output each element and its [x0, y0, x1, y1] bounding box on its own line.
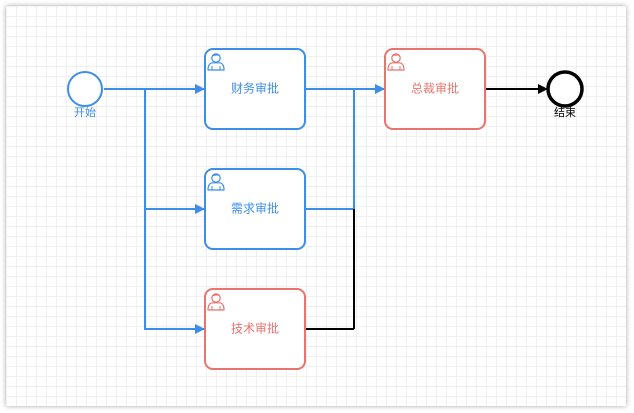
flow-connector-start-tech[interactable] — [144, 209, 205, 334]
diagram-canvas: 开始 结束 财务审批 需求审批 技术审批 总裁审批 — [6, 6, 626, 406]
flow-connector-start-demand[interactable] — [144, 89, 205, 214]
flow-connector-demand-ceo[interactable] — [305, 89, 355, 210]
end-event[interactable]: 结束 — [546, 70, 584, 119]
end-event-label: 结束 — [554, 106, 576, 119]
task-tech-label: 技术审批 — [231, 321, 279, 336]
task-tech[interactable]: 技术审批 — [204, 288, 306, 370]
task-demand-label: 需求审批 — [231, 201, 279, 216]
task-demand[interactable]: 需求审批 — [204, 168, 306, 250]
task-finance-label: 财务审批 — [231, 81, 279, 96]
flow-diagram: 开始 结束 财务审批 需求审批 技术审批 总裁审批 — [67, 48, 584, 370]
task-finance[interactable]: 财务审批 — [204, 48, 306, 130]
start-event[interactable]: 开始 — [67, 71, 103, 119]
start-event-label: 开始 — [74, 105, 96, 119]
task-ceo[interactable]: 总裁审批 — [384, 48, 486, 130]
task-ceo-label: 总裁审批 — [411, 81, 459, 96]
